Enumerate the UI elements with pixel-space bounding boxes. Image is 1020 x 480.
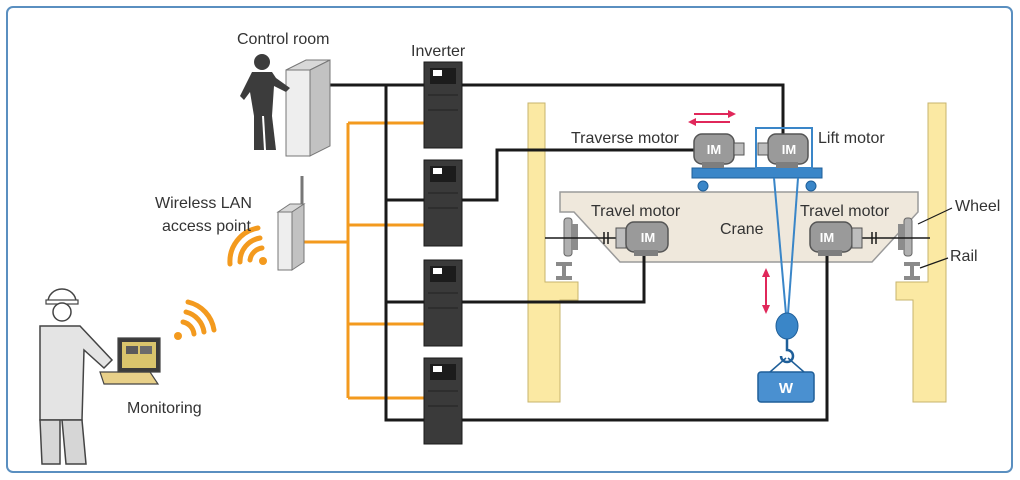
inverter-1 — [423, 61, 463, 149]
wifi-signal-laptop-icon — [174, 299, 217, 340]
rail-leader-line — [919, 257, 949, 269]
left-pillar — [527, 102, 579, 403]
right-wheel — [898, 217, 913, 257]
inverter-label: Inverter — [411, 43, 466, 60]
hoist-ropes — [773, 177, 799, 315]
crane-label: Crane — [720, 221, 764, 238]
lift-direction-arrow — [762, 268, 770, 314]
load-weight-label: W — [779, 380, 794, 397]
control-room-operator-icon — [240, 54, 290, 150]
right-pillar — [895, 102, 947, 403]
wheel-leader-line — [917, 207, 953, 225]
crane-hook-icon — [769, 312, 805, 373]
traverse-motor-label: Traverse motor — [571, 130, 680, 147]
right-rail — [904, 262, 920, 280]
lift-motor-im-label: IM — [782, 142, 796, 157]
inverter-3 — [423, 259, 463, 347]
rail-label: Rail — [950, 248, 978, 265]
control-cabinet-icon — [285, 59, 331, 157]
traverse-direction-arrows — [688, 110, 736, 126]
left-rail — [556, 262, 572, 280]
left-travel-motor-im-label: IM — [641, 230, 655, 245]
right-travel-motor-icon: IM — [809, 221, 863, 256]
lift-motor-icon: IM — [757, 133, 809, 168]
lift-motor-label: Lift motor — [818, 130, 885, 147]
travel-motor-right-label: Travel motor — [800, 203, 890, 220]
technician-with-laptop-icon — [39, 288, 161, 465]
wireless-lan-label-line1: Wireless LAN — [155, 195, 252, 212]
left-travel-motor-icon: IM — [615, 221, 669, 256]
power-control-wiring — [328, 83, 829, 422]
traverse-motor-im-label: IM — [707, 142, 721, 157]
monitoring-label: Monitoring — [127, 400, 202, 417]
travel-motor-left-label: Travel motor — [591, 203, 681, 220]
traverse-motor-icon: IM — [693, 133, 745, 168]
left-wheel — [563, 217, 578, 257]
shaft-couplings — [603, 232, 877, 244]
right-travel-motor-im-label: IM — [820, 230, 834, 245]
wireless-access-point-icon — [276, 176, 306, 271]
wifi-signal-icon — [227, 225, 267, 267]
control-room-label: Control room — [237, 31, 329, 48]
inverter-4 — [423, 357, 463, 445]
diagram-frame — [6, 6, 1013, 473]
wired-lan-network — [300, 121, 424, 400]
wireless-lan-label-line2: access point — [162, 218, 251, 235]
load-weight: W — [757, 371, 815, 403]
inverter-2 — [423, 159, 463, 247]
wheel-label: Wheel — [955, 198, 1000, 215]
